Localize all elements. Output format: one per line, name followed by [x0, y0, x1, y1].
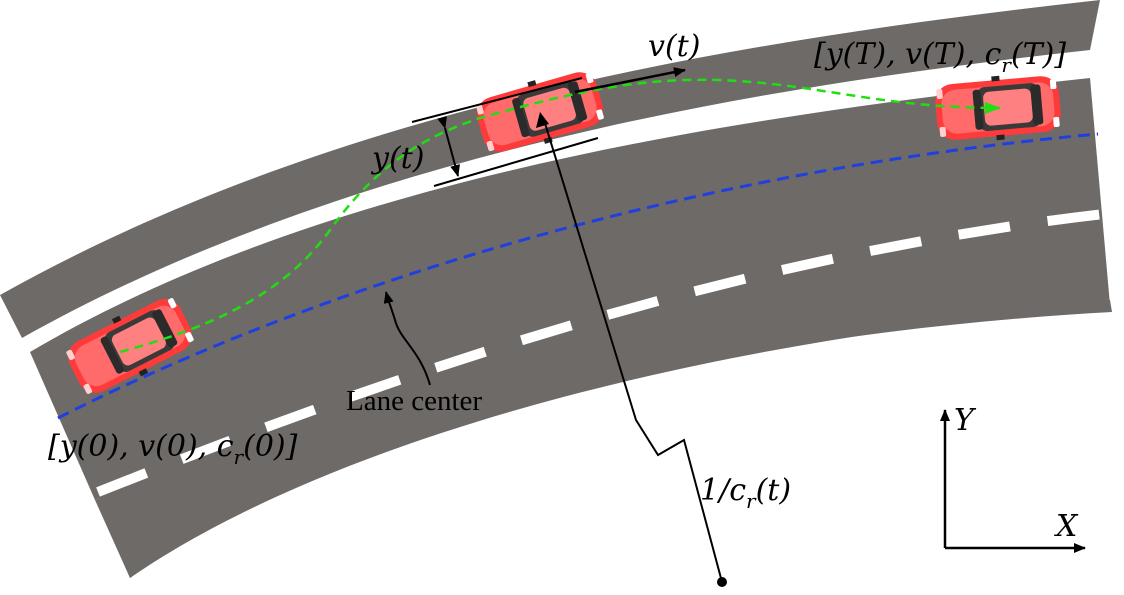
planned-trajectory [119, 78, 1001, 354]
radius-center-point [717, 577, 727, 587]
velocity-arrow [574, 67, 686, 94]
offset-arrow [437, 116, 460, 177]
road-main [30, 78, 1110, 500]
initial-state-label: [y(0), v(0), cr(0)] [48, 429, 298, 469]
offset-line-upper [411, 77, 583, 123]
lane-center-pointer [383, 291, 431, 386]
lateral-offset-label: y(t) [370, 141, 424, 176]
offset-line-lower [433, 137, 599, 187]
lane-center-line [57, 132, 1099, 420]
lane-center-label: Lane center [346, 385, 482, 417]
velocity-label: v(t) [648, 29, 700, 64]
solid-lane-boundary [20, 58, 1093, 348]
x-axis-label: X [1054, 509, 1079, 544]
final-state-label: [y(T), v(T), cr(T)] [814, 37, 1066, 77]
radius-arrowhead [536, 112, 549, 128]
radius-line [543, 119, 723, 583]
dashed-lane-marking [96, 209, 1105, 497]
road-outer-lane [0, 0, 1100, 338]
y-axis-label: Y [954, 403, 977, 438]
radius-label: 1/cr(t) [700, 473, 791, 513]
